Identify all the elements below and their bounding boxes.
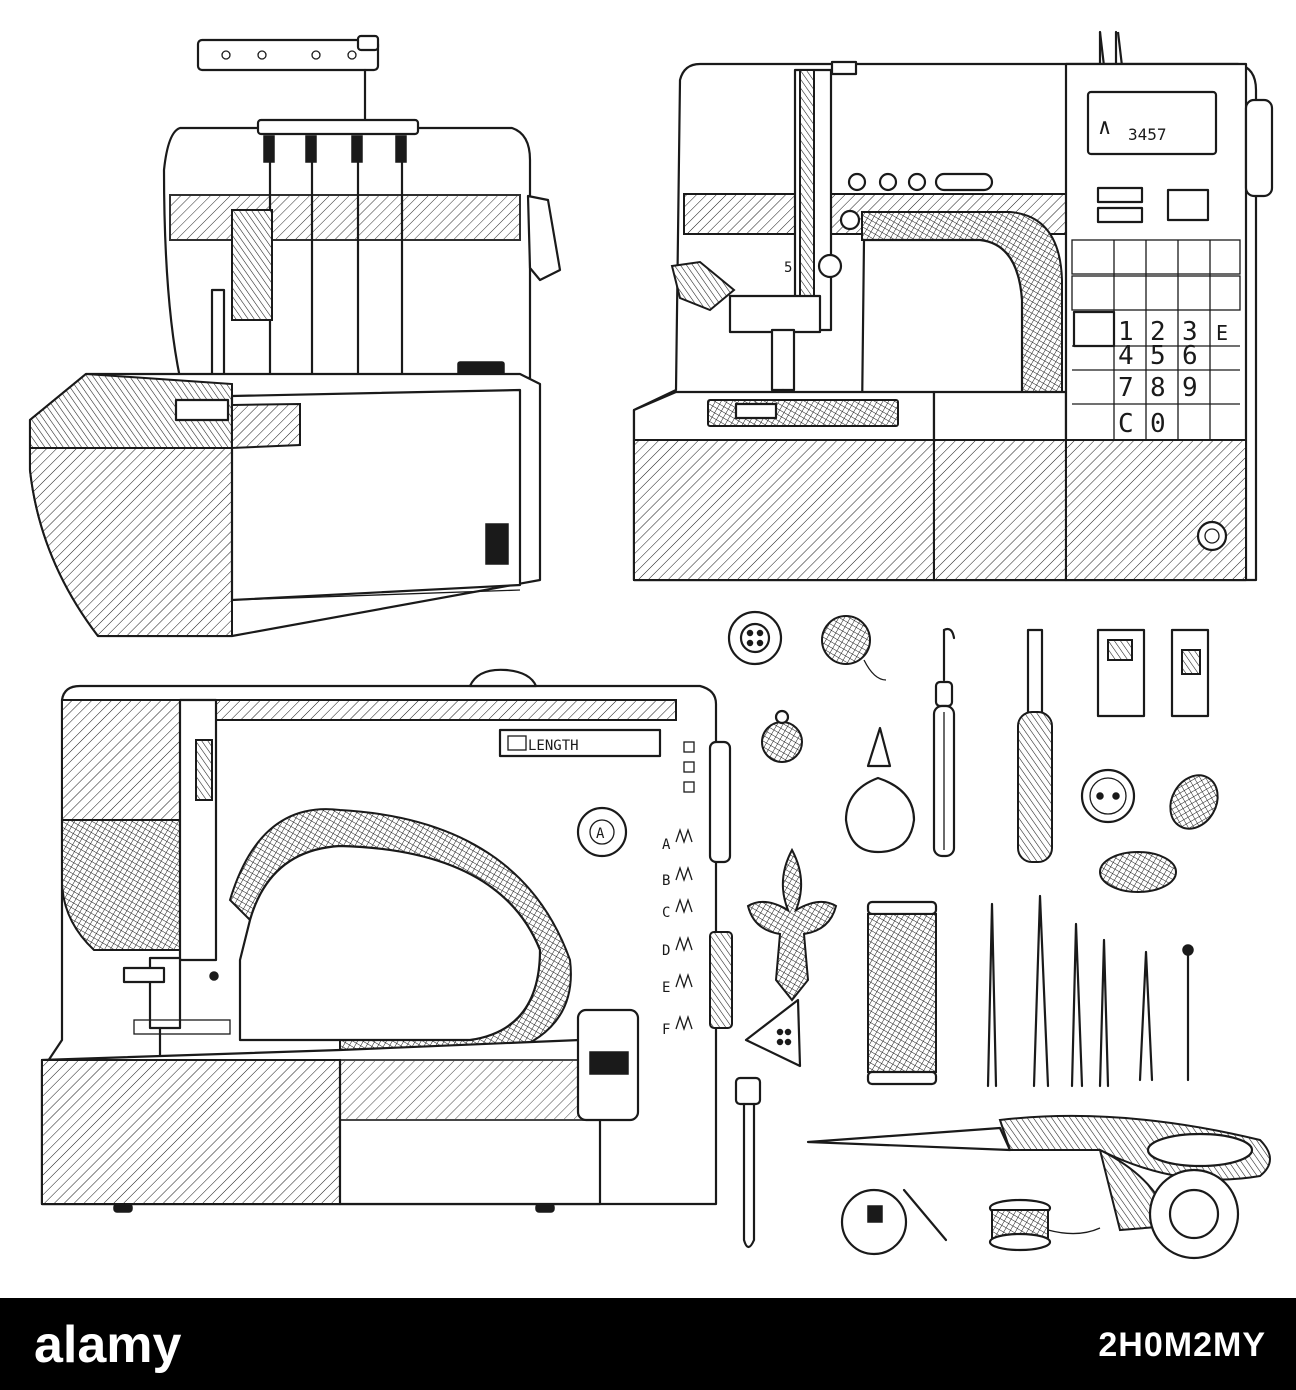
thread-spool-icon xyxy=(866,900,938,1086)
brand-text: alamy xyxy=(34,1316,182,1374)
bobbin-icon xyxy=(988,1198,1101,1252)
key-2: 2 xyxy=(1150,317,1166,347)
accessories xyxy=(727,610,1271,1260)
lcd-digits: 3457 xyxy=(1128,125,1167,144)
stitch-letter-b: B xyxy=(662,873,670,889)
sewing-illustration: 5 ∧ 3457 1 2 3 E 4 5 6 7 8 xyxy=(28,30,1274,1260)
stitch-letter-c: C xyxy=(662,905,670,921)
triangle-button-icon xyxy=(744,998,802,1068)
key-1: 1 xyxy=(1118,317,1134,347)
safety-pin-icon xyxy=(734,1076,762,1249)
decorative-button-icon xyxy=(1099,851,1177,893)
dial-letter: A xyxy=(596,826,605,842)
screwdriver-icon xyxy=(1017,628,1053,863)
ball-bead-icon xyxy=(821,615,887,681)
key-0: 0 xyxy=(1150,409,1166,439)
stitch-letter-f: F xyxy=(662,1022,670,1038)
bobbin-case-icon xyxy=(840,1188,948,1256)
sew-button-icon xyxy=(1080,768,1136,824)
key-7: 7 xyxy=(1118,373,1134,403)
key-8: 8 xyxy=(1150,373,1166,403)
key-3: 3 xyxy=(1182,317,1198,347)
stock-footer: alamy 2H0M2MY xyxy=(0,1298,1296,1390)
key-4: 4 xyxy=(1118,341,1134,371)
key-c: C xyxy=(1118,409,1134,439)
presser-foot-icon xyxy=(1096,628,1210,718)
sewing-needles-icon xyxy=(986,894,1194,1088)
key-e: E xyxy=(1216,321,1228,345)
key-5: 5 xyxy=(1150,341,1166,371)
length-label: LENGTH xyxy=(528,738,579,754)
stitch-selector: A B C D E F xyxy=(662,741,695,1038)
image-id: 2H0M2MY xyxy=(1098,1326,1266,1364)
scissors-icon xyxy=(806,1114,1271,1260)
needle-threader-icon xyxy=(844,726,916,854)
stitch-letter-d: D xyxy=(662,943,670,959)
flower-button-icon xyxy=(727,610,783,666)
seam-ripper-icon xyxy=(932,627,956,858)
stitch-letter-e: E xyxy=(662,980,670,996)
shank-button-icon xyxy=(1169,774,1219,830)
alamy-logo: alamy xyxy=(34,1316,182,1374)
lcd-mode-glyph: ∧ xyxy=(1098,115,1111,140)
keypad: 1 2 3 E 4 5 6 7 8 9 C 0 xyxy=(1071,239,1241,441)
fleur-de-lis-icon xyxy=(746,847,838,1002)
round-bead-icon xyxy=(761,709,803,763)
computerized-sewing-machine: 5 ∧ 3457 1 2 3 E 4 5 6 7 8 xyxy=(632,30,1274,582)
key-9: 9 xyxy=(1182,373,1198,403)
key-6: 6 xyxy=(1182,341,1198,371)
needle-position-mark: 5 xyxy=(784,260,792,276)
mechanical-sewing-machine: LENGTH A A B C D E F xyxy=(40,668,733,1213)
stitch-letter-a: A xyxy=(662,837,671,853)
overlock-machine xyxy=(28,34,562,638)
